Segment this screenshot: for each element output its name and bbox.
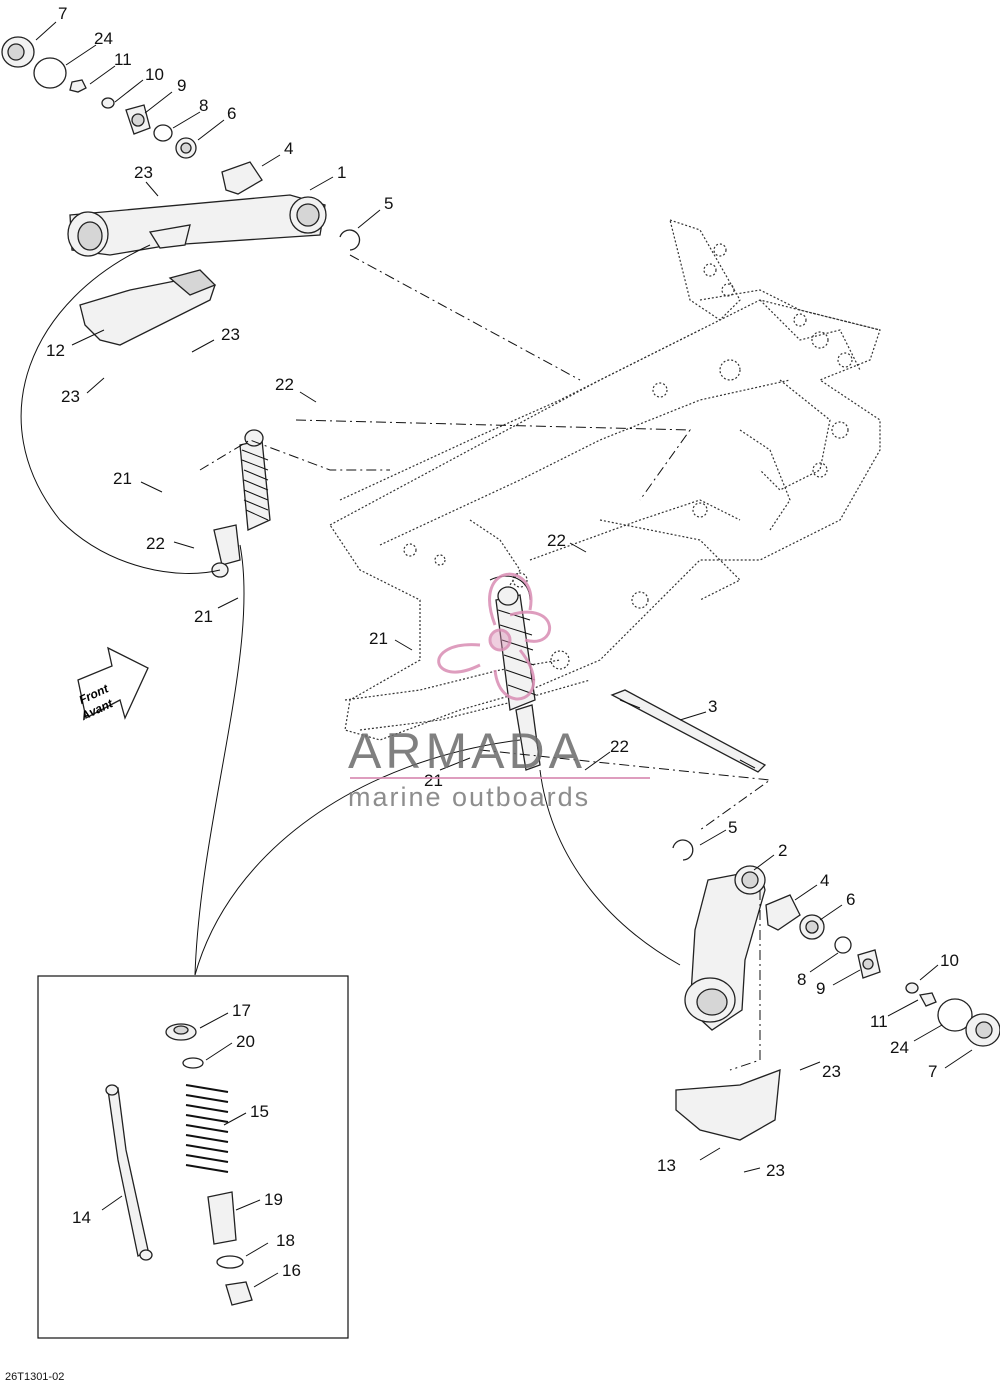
shock-absorber-center (495, 586, 541, 771)
callout-17: 17 (232, 1001, 251, 1020)
callout-22: 22 (547, 531, 566, 550)
callout-5: 5 (728, 818, 737, 837)
callout-6: 6 (846, 890, 855, 909)
skid-plate-left (79, 269, 217, 346)
callout-24: 24 (94, 29, 113, 48)
callout-22: 22 (275, 375, 294, 394)
callout-8: 8 (199, 96, 208, 115)
callout-23: 23 (134, 163, 153, 182)
callout-16: 16 (282, 1261, 301, 1280)
callout-6: 6 (227, 104, 236, 123)
callout-20: 20 (236, 1032, 255, 1051)
bearing-parts-left (1, 36, 361, 251)
swing-arm-right (684, 865, 766, 1031)
callout-leaders (35, 21, 973, 1288)
callout-23: 23 (766, 1161, 785, 1180)
callout-21: 21 (369, 629, 388, 648)
front-direction-arrow: Front Avant (77, 646, 149, 723)
callout-21: 21 (424, 771, 443, 790)
watermark-brand: ARMADA (348, 723, 586, 779)
callout-7: 7 (928, 1062, 937, 1081)
callout-9: 9 (177, 76, 186, 95)
callout-11: 11 (114, 50, 132, 69)
callout-numbers: 7 24 11 10 9 8 6 4 1 5 23 12 23 23 22 21… (46, 4, 959, 1280)
callout-10: 10 (145, 65, 164, 84)
callout-19: 19 (264, 1190, 283, 1209)
callout-18: 18 (276, 1231, 295, 1250)
callout-21: 21 (194, 607, 213, 626)
callout-7: 7 (58, 4, 67, 23)
callout-13: 13 (657, 1156, 676, 1175)
axle-shaft (610, 689, 767, 773)
assembly-lines (20, 244, 772, 1071)
callout-15: 15 (250, 1102, 269, 1121)
callout-5: 5 (384, 194, 393, 213)
callout-23: 23 (822, 1062, 841, 1081)
callout-4: 4 (284, 139, 293, 158)
callout-22: 22 (610, 737, 629, 756)
callout-23: 23 (221, 325, 240, 344)
callout-9: 9 (816, 979, 825, 998)
chassis-frame (329, 219, 881, 741)
callout-2: 2 (778, 841, 787, 860)
callout-21: 21 (113, 469, 132, 488)
skid-plate-right (675, 1069, 781, 1141)
callout-4: 4 (820, 871, 829, 890)
shock-absorber-left (211, 429, 271, 578)
callout-14: 14 (72, 1208, 91, 1227)
watermark-tagline: marine outboards (348, 782, 590, 812)
inset-shock-breakdown (37, 975, 349, 1339)
figure-reference-code: 26T1301-02 (5, 1371, 64, 1383)
propeller-logo-icon (437, 572, 551, 701)
callout-10: 10 (940, 951, 959, 970)
bearing-parts-right (672, 839, 1000, 1047)
callout-22: 22 (146, 534, 165, 553)
callout-23: 23 (61, 387, 80, 406)
armada-watermark: ARMADA marine outboards (348, 572, 650, 812)
callout-8: 8 (797, 970, 806, 989)
callout-3: 3 (708, 697, 717, 716)
callout-11: 11 (870, 1012, 888, 1031)
swing-arm-left (67, 194, 327, 257)
callout-1: 1 (337, 163, 346, 182)
callout-24: 24 (890, 1038, 909, 1057)
callout-12: 12 (46, 341, 65, 360)
